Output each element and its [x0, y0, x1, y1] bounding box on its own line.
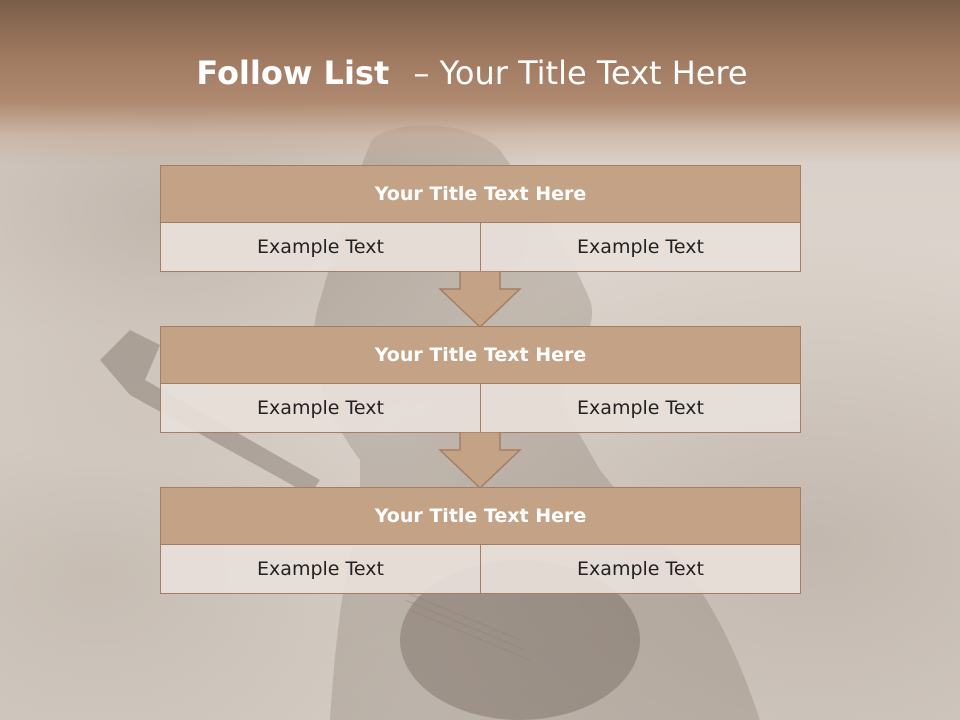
block-cell-right[interactable]: Example Text	[480, 222, 801, 272]
title-bold: Follow List	[196, 54, 390, 92]
block-title[interactable]: Your Title Text Here	[160, 165, 801, 223]
block-cell-right[interactable]: Example Text	[480, 383, 801, 433]
down-arrow-icon	[438, 432, 522, 490]
block-cell-left[interactable]: Example Text	[160, 222, 481, 272]
block-title[interactable]: Your Title Text Here	[160, 326, 801, 384]
header-band	[0, 0, 960, 165]
title-separator: –	[413, 54, 430, 92]
down-arrow-icon	[438, 271, 522, 329]
title-rest: Your Title Text Here	[439, 54, 748, 92]
block-title[interactable]: Your Title Text Here	[160, 487, 801, 545]
slide-title: Follow List – Your Title Text Here	[0, 54, 944, 92]
block-cell-left[interactable]: Example Text	[160, 544, 481, 594]
block-cell-right[interactable]: Example Text	[480, 544, 801, 594]
block-cell-left[interactable]: Example Text	[160, 383, 481, 433]
